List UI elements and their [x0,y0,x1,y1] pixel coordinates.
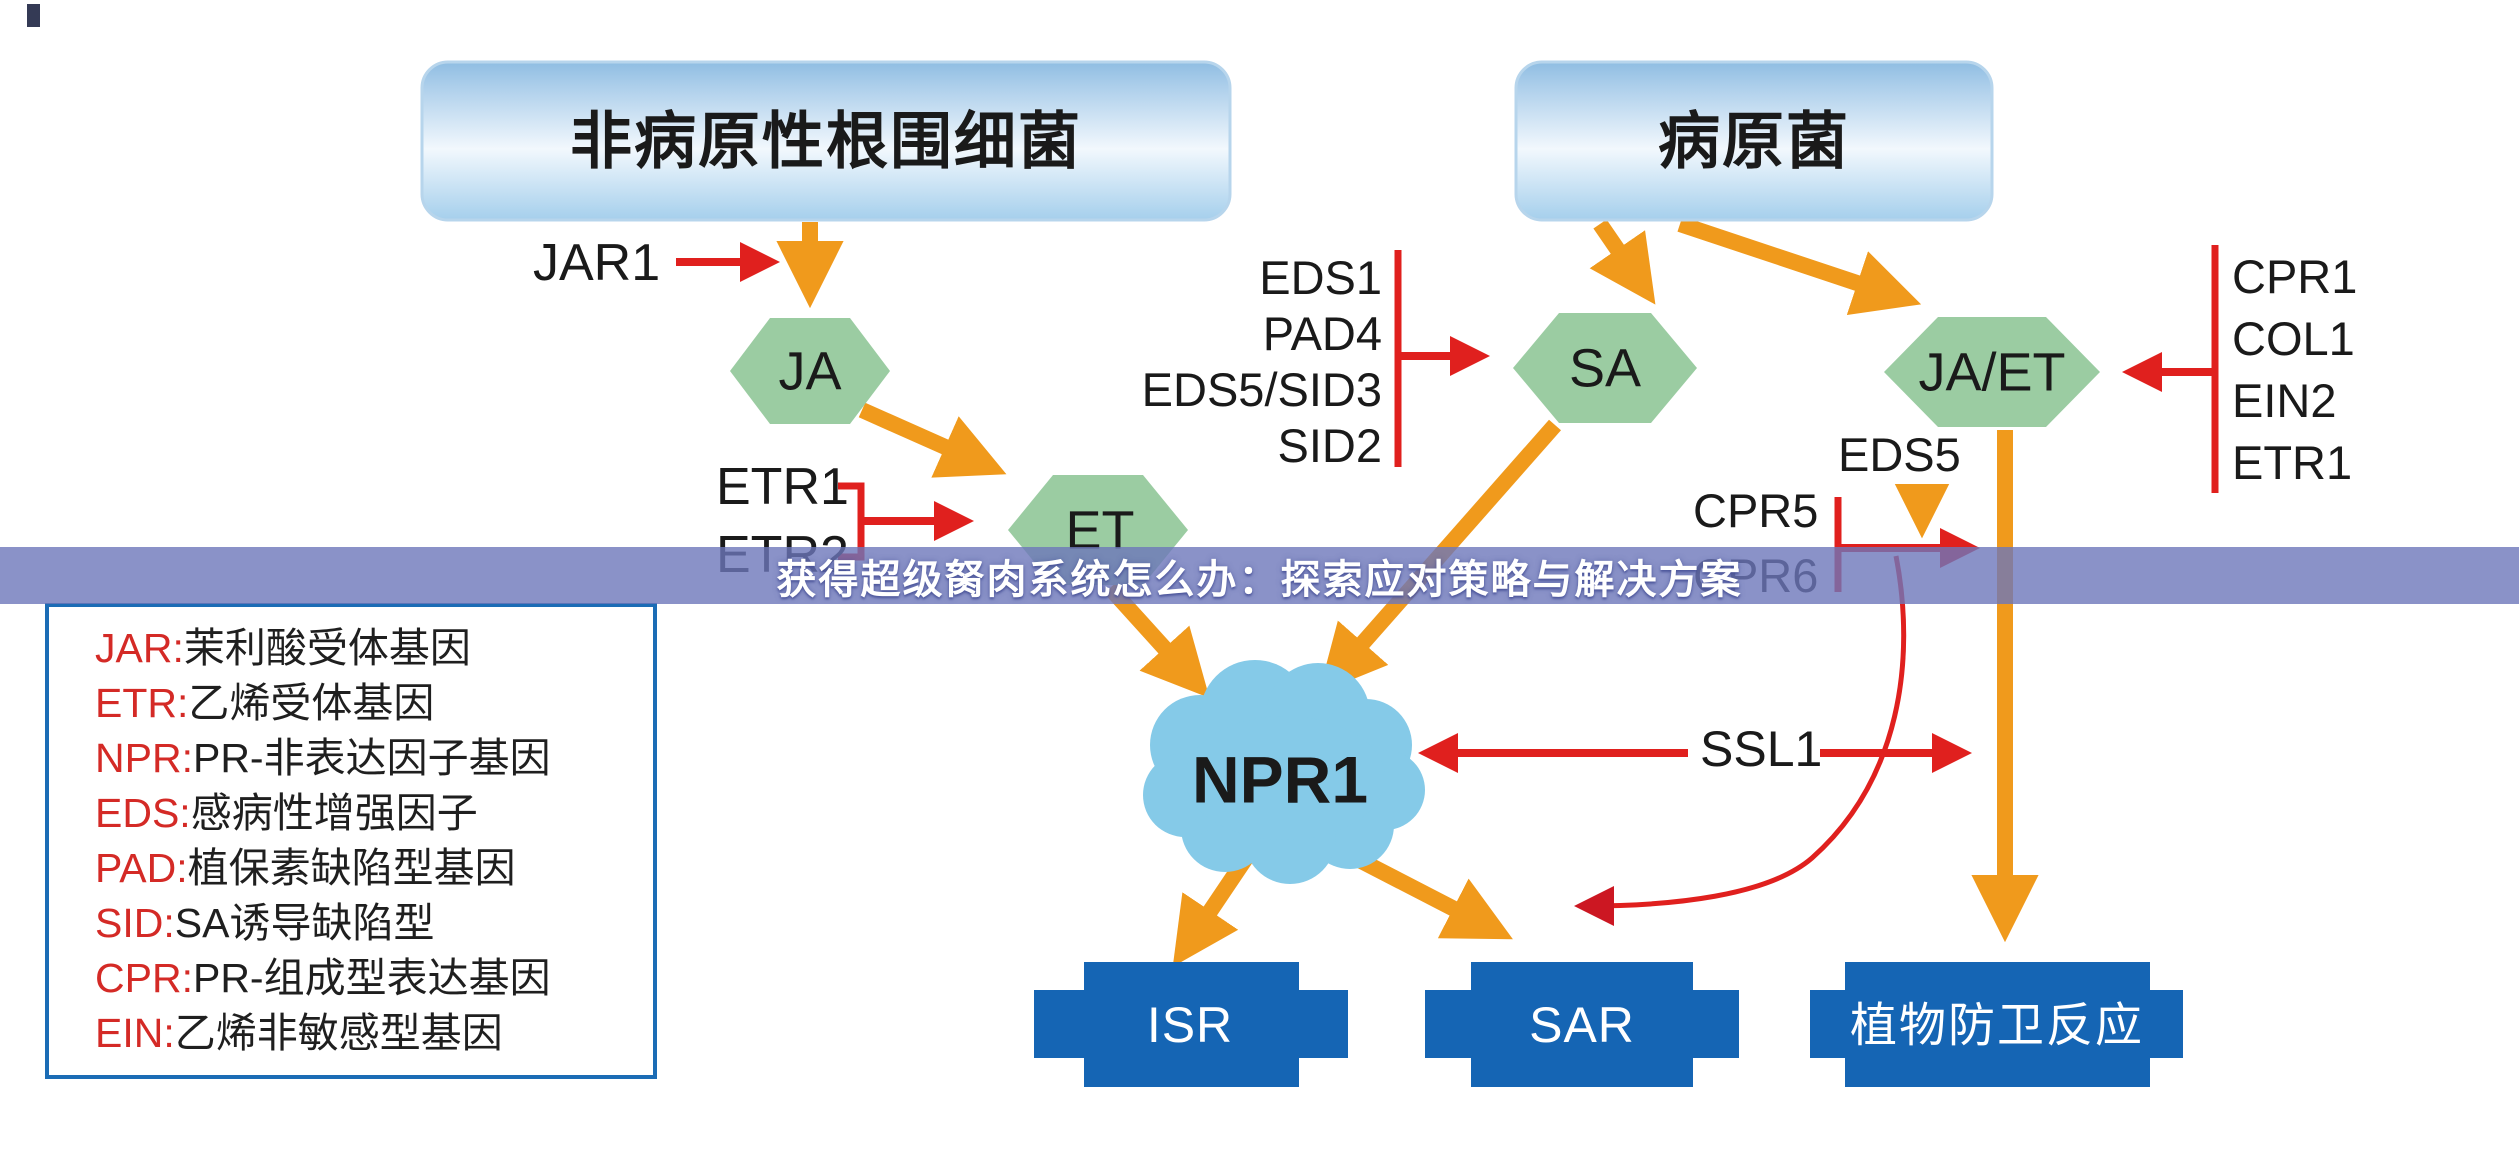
legend-desc: 乙烯受体基因 [188,680,435,726]
legend-row: NPR:PR-非表达因子基因 [95,731,653,786]
ja-label: JA [778,341,842,402]
arrow-npr1-to-isr-icon [1172,850,1255,967]
legend-row: SID:SA诱导缺陷型 [95,896,653,951]
sa-regulator-item: EDS1 [1259,251,1382,304]
isr-box-band [1034,990,1348,1058]
legend-row: JAR:茉利酸受体基因 [95,621,653,676]
defense-box-band [1810,990,2183,1058]
legend-abbr: SID: [95,900,175,946]
sa-label: SA [1568,338,1642,399]
legend-abbr: CPR: [95,955,193,1001]
legend-desc: 感病性增强因子 [190,790,478,836]
result-boxes [1034,962,2183,1087]
jaet-regulator-item: CPR1 [2232,250,2358,303]
legend-row: PAD:植保素缺陷型基因 [95,841,653,896]
jaet-regulator-item: EIN2 [2232,374,2337,427]
sar-label: SAR [1529,996,1635,1053]
isr-label: ISR [1146,996,1234,1053]
jaet-label: JA/ET [1918,342,2066,403]
red-arrows [676,242,2219,926]
legend-row: EIN:乙烯非敏感型基因 [95,1006,653,1061]
hexagon-nodes [730,313,2100,585]
sa-regulator-list: EDS1 PAD4 EDS5/SID3 SID2 [1060,250,1382,474]
legend-desc: PR-组成型表达基因 [192,955,551,1001]
legend-desc: SA诱导缺陷型 [174,900,435,946]
sa-regulator-item: SID2 [1277,419,1383,472]
legend-abbr: PAD: [95,845,188,891]
legend-row: CPR:PR-组成型表达基因 [95,951,653,1006]
eds5-label: EDS5 [1838,428,1961,481]
legend-desc: 乙烯非敏感型基因 [174,1010,503,1056]
npr1-label: NPR1 [1191,742,1369,817]
jaet-regulator-item: COL1 [2232,312,2355,365]
cpr5-label: CPR5 [1693,484,1819,537]
rhizobacteria-label: 非病原性根围细菌 [569,107,1083,177]
title-banner: 获得超级胬肉系统怎么办：探索应对策略与解决方案 [0,547,2519,604]
pathogen-label: 病原菌 [1657,107,1851,177]
legend-row: EDS:感病性增强因子 [95,786,653,841]
arrow-ja-to-et-icon [858,402,1007,478]
legend-abbr: EDS: [95,790,191,836]
legend-abbr: ETR: [95,680,189,726]
npr1-cloud [1143,660,1425,884]
legend-row: ETR:乙烯受体基因 [95,676,653,731]
ja-hexagon [730,318,890,424]
defense-label: 植物防卫反应 [1850,998,2144,1052]
legend-abbr: JAR: [95,625,184,671]
jar1-label: JAR1 [533,234,661,292]
arrow-pathogen-to-jaet-icon [1677,216,1922,316]
corner-artifact [27,4,40,27]
pathogen-box [1514,60,1994,222]
etr1-label: ETR1 [716,458,849,516]
legend-desc: 茉利酸受体基因 [183,625,471,671]
rhizobacteria-box [420,60,1232,222]
title-banner-text: 获得超级胬肉系统怎么办：探索应对策略与解决方案 [776,557,1743,602]
legend-abbr: EIN: [95,1010,175,1056]
legend-desc: 植保素缺陷型基因 [187,845,516,891]
arrow-pathogen-to-sa-icon [1589,219,1656,305]
ssl1-label: SSL1 [1700,721,1823,777]
jaet-regulator-item: ETR1 [2232,436,2353,489]
cpr56-inhibition-curve-icon [1574,555,1907,926]
sa-regulator-item: EDS5/SID3 [1141,363,1382,416]
legend-box: JAR:茉利酸受体基因 ETR:乙烯受体基因 NPR:PR-非表达因子基因 ED… [45,603,657,1079]
sa-regulator-item: PAD4 [1262,307,1382,360]
sar-box-band [1425,990,1739,1058]
jaet-regulator-list: CPR1 COL1 EIN2 ETR1 [2232,246,2357,494]
jaet-hexagon [1884,317,2100,427]
sa-hexagon [1513,313,1697,423]
legend-desc: PR-非表达因子基因 [192,735,551,781]
legend-abbr: NPR: [95,735,193,781]
